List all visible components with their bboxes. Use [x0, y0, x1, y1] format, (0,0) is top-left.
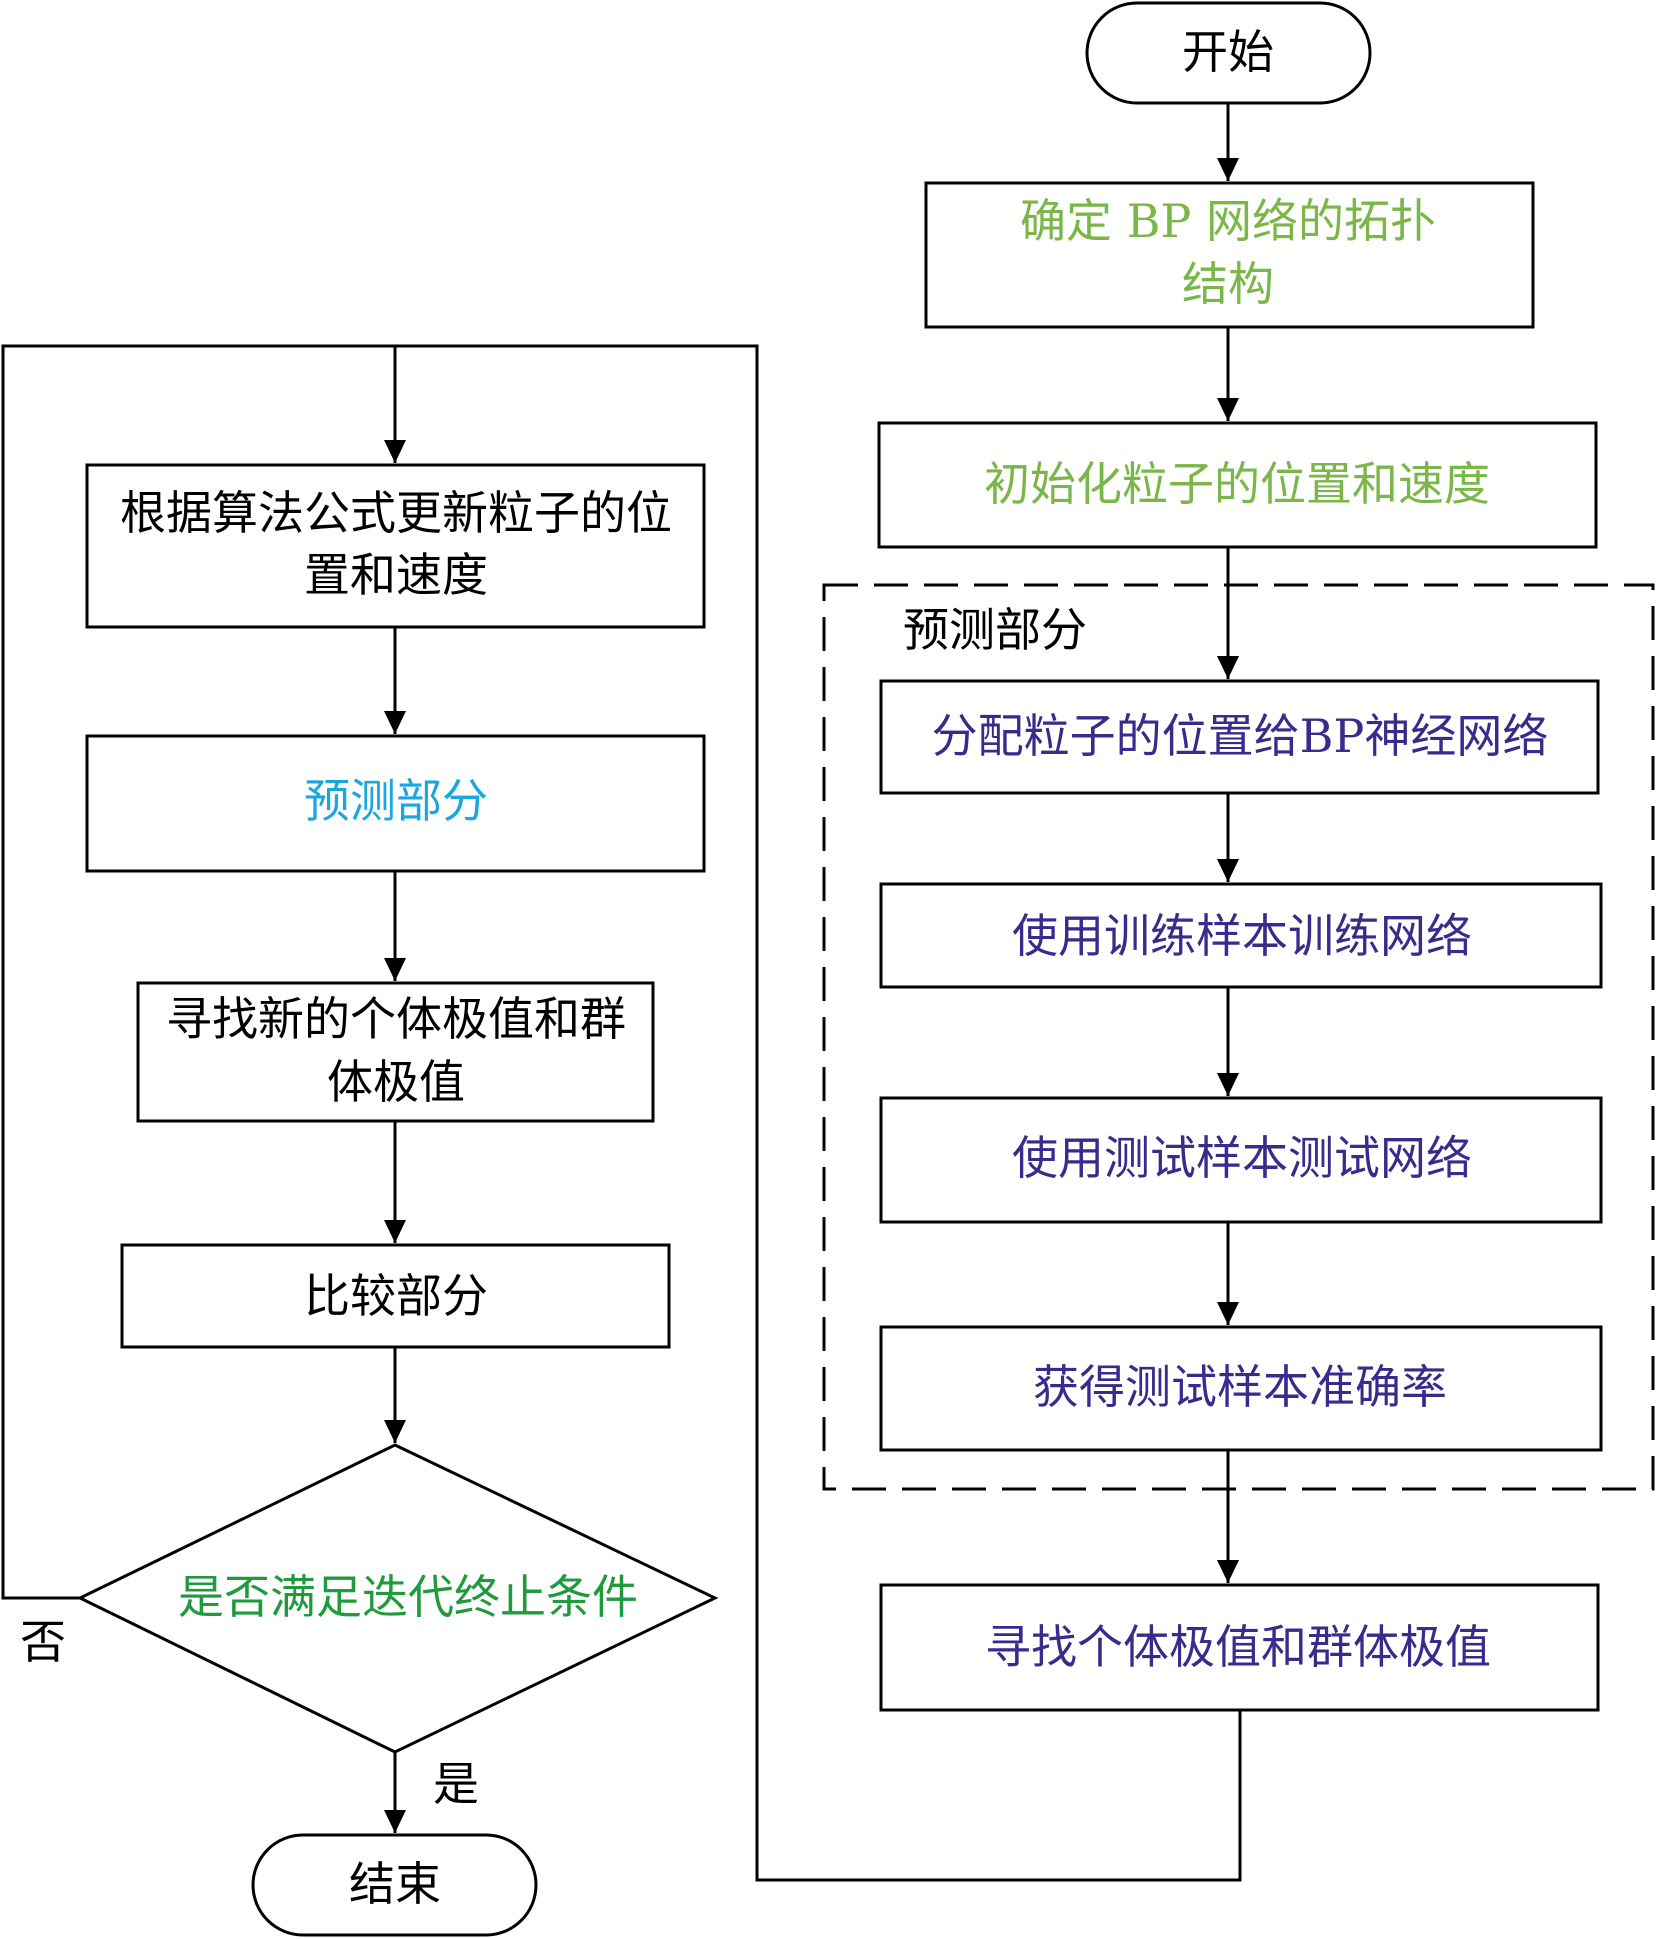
decision-label: 是否满足迭代终止条件: [178, 1570, 638, 1624]
test-network-box: 使用测试样本测试网络: [879, 1096, 1603, 1224]
start-node: 开始: [1085, 1, 1372, 105]
prediction-group-label: 预测部分: [903, 603, 1087, 657]
test-accuracy-box: 获得测试样本准确率: [879, 1325, 1603, 1452]
find-extrema-right-label: 寻找个体极值和群体极值: [985, 1620, 1491, 1674]
no-label: 否: [20, 1615, 66, 1669]
arrowhead: [1217, 158, 1239, 181]
arrowhead: [384, 440, 406, 463]
start-label: 开始: [1182, 25, 1274, 79]
arrowhead: [384, 1810, 406, 1833]
arrowhead: [384, 711, 406, 734]
decision-diamond: 是否满足迭代终止条件: [76, 1443, 719, 1754]
update-particles-label-line1: 根据算法公式更新粒子的位: [120, 486, 672, 540]
assign-position-label: 分配粒子的位置给BP神经网络: [932, 709, 1549, 763]
topology-label-line2: 结构: [1182, 257, 1274, 311]
assign-position-box: 分配粒子的位置给BP神经网络: [879, 679, 1600, 795]
find-new-extrema-box: 寻找新的个体极值和群 体极值: [136, 981, 655, 1123]
prediction-part-label: 预测部分: [304, 774, 488, 828]
end-label: 结束: [349, 1857, 441, 1911]
compare-part-box: 比较部分: [120, 1243, 671, 1349]
arrowhead: [1217, 1560, 1239, 1583]
prediction-part-box: 预测部分: [85, 734, 706, 873]
end-node: 结束: [251, 1833, 538, 1937]
test-network-label: 使用测试样本测试网络: [1012, 1131, 1472, 1185]
arrowhead: [1217, 656, 1239, 679]
test-accuracy-label: 获得测试样本准确率: [1033, 1360, 1447, 1414]
train-network-label: 使用训练样本训练网络: [1012, 909, 1472, 963]
init-particles-box: 初始化粒子的位置和速度: [877, 421, 1598, 549]
compare-part-label: 比较部分: [304, 1269, 488, 1323]
train-network-box: 使用训练样本训练网络: [879, 882, 1603, 989]
arrowhead: [1217, 859, 1239, 882]
arrowhead: [384, 1220, 406, 1243]
init-particles-label: 初始化粒子的位置和速度: [984, 457, 1490, 511]
yes-label: 是: [433, 1757, 479, 1811]
find-new-extrema-label-line1: 寻找新的个体极值和群: [166, 992, 626, 1046]
topology-label-line1: 确定 BP 网络的拓扑: [1020, 194, 1436, 248]
arrowhead: [1217, 1073, 1239, 1096]
arrowhead: [384, 958, 406, 981]
arrowhead: [1217, 398, 1239, 421]
arrowhead: [384, 1420, 406, 1443]
update-particles-label-line2: 置和速度: [304, 548, 488, 602]
topology-box: 确定 BP 网络的拓扑 结构: [924, 181, 1535, 329]
loop-connector: [1, 344, 1242, 1882]
find-extrema-right-box: 寻找个体极值和群体极值: [879, 1583, 1600, 1712]
prediction-group-border: [822, 583, 1655, 1491]
arrowhead: [1217, 1302, 1239, 1325]
update-particles-box: 根据算法公式更新粒子的位 置和速度: [85, 463, 706, 629]
find-new-extrema-label-line2: 体极值: [327, 1055, 465, 1109]
